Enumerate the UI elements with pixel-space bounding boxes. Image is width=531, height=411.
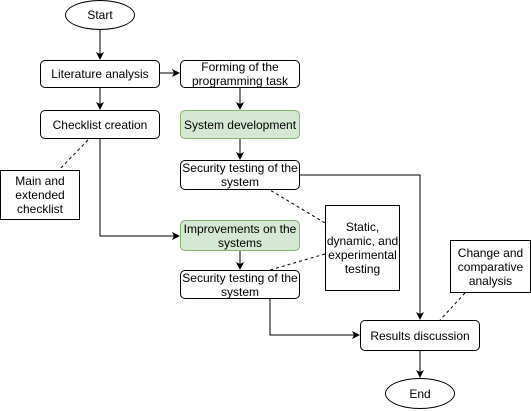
system-development-node: System development: [180, 110, 300, 139]
start-node: Start: [65, 0, 135, 30]
literature-analysis-node: Literature analysis: [40, 60, 160, 88]
dashed-link-static-sectest2: [269, 253, 326, 271]
dashed-link-checklist-note: [57, 139, 89, 172]
main-checklist-note: Main and extended checklist: [0, 170, 80, 220]
static-dynamic-testing-note: Static, dynamic, and experimental testin…: [325, 205, 400, 291]
dashed-link-change-results: [439, 292, 466, 321]
dashed-link-static-sectest1: [269, 189, 326, 224]
forming-programming-task-node: Forming of the programming task: [180, 60, 300, 88]
improvements-node: Improvements on the systems: [180, 220, 300, 251]
arrow-checklist-to-improvements: [99, 139, 180, 240]
end-node: End: [385, 378, 455, 409]
checklist-creation-node: Checklist creation: [40, 110, 160, 139]
change-analysis-note: Change and comparative analysis: [450, 240, 531, 293]
results-discussion-node: Results discussion: [360, 320, 480, 351]
arrow-sectest2-to-results: [269, 299, 360, 339]
security-testing-node-1: Security testing of the system: [180, 160, 300, 190]
security-testing-node-2: Security testing of the system: [180, 270, 300, 299]
arrow-sectest1-to-results: [300, 174, 424, 320]
